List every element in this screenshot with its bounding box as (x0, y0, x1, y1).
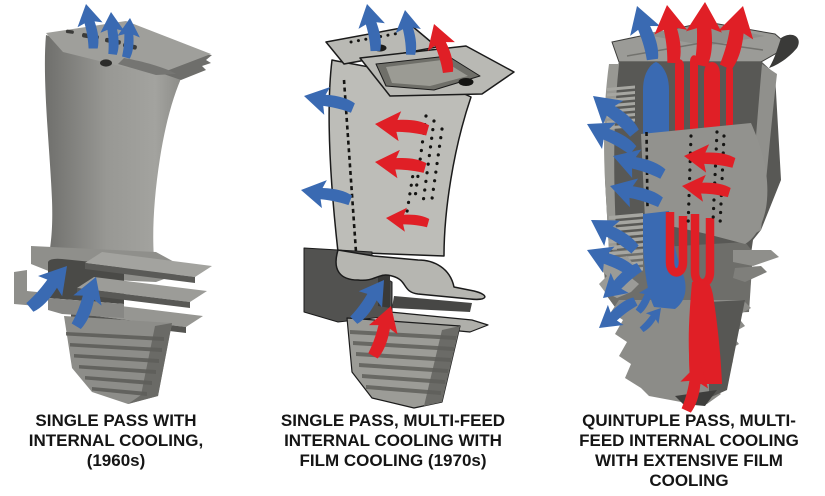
panel-single-pass-1960s: SINGLE PASS WITH INTERNAL COOLING, (1960… (0, 0, 232, 496)
blade-1960s-illustration (14, 1, 212, 404)
airfoil (44, 35, 183, 258)
platform (335, 249, 486, 301)
surface-film-holes (405, 114, 444, 214)
panel-quintuple-pass: QUINTUPLE PASS, MULTI- FEED INTERNAL COO… (558, 0, 820, 496)
leading-edge-film-holes (342, 79, 358, 253)
blade-quintuple-pass (579, 1, 799, 416)
blade-1960s (14, 1, 212, 404)
blade-1970s-illustration (298, 1, 515, 409)
shank-hook (14, 270, 37, 306)
blue-passage-upper (643, 62, 669, 136)
blade-quintuple-pass-illustration (579, 1, 799, 416)
panel-single-pass-multi-feed-1970s: SINGLE PASS, MULTI-FEED INTERNAL COOLING… (268, 0, 518, 496)
fir-tree-root (611, 300, 751, 406)
caption-single-pass-1960s: SINGLE PASS WITH INTERNAL COOLING, (1960… (28, 411, 204, 470)
shroud-hole (458, 78, 474, 86)
tip-hole (100, 59, 112, 67)
trailing-edge-horn (769, 34, 799, 68)
caption-quintuple-pass: QUINTUPLE PASS, MULTI- FEED INTERNAL COO… (579, 411, 799, 490)
blade-1970s (298, 1, 515, 409)
platform-ledge-right (733, 250, 779, 266)
red-feed-channel (688, 280, 722, 384)
fir-tree-root (346, 317, 461, 409)
red-passages-upper (675, 55, 733, 136)
caption-single-pass-multi-feed-1970s: SINGLE PASS, MULTI-FEED INTERNAL COOLING… (280, 411, 506, 470)
fir-tree-root (64, 316, 172, 404)
